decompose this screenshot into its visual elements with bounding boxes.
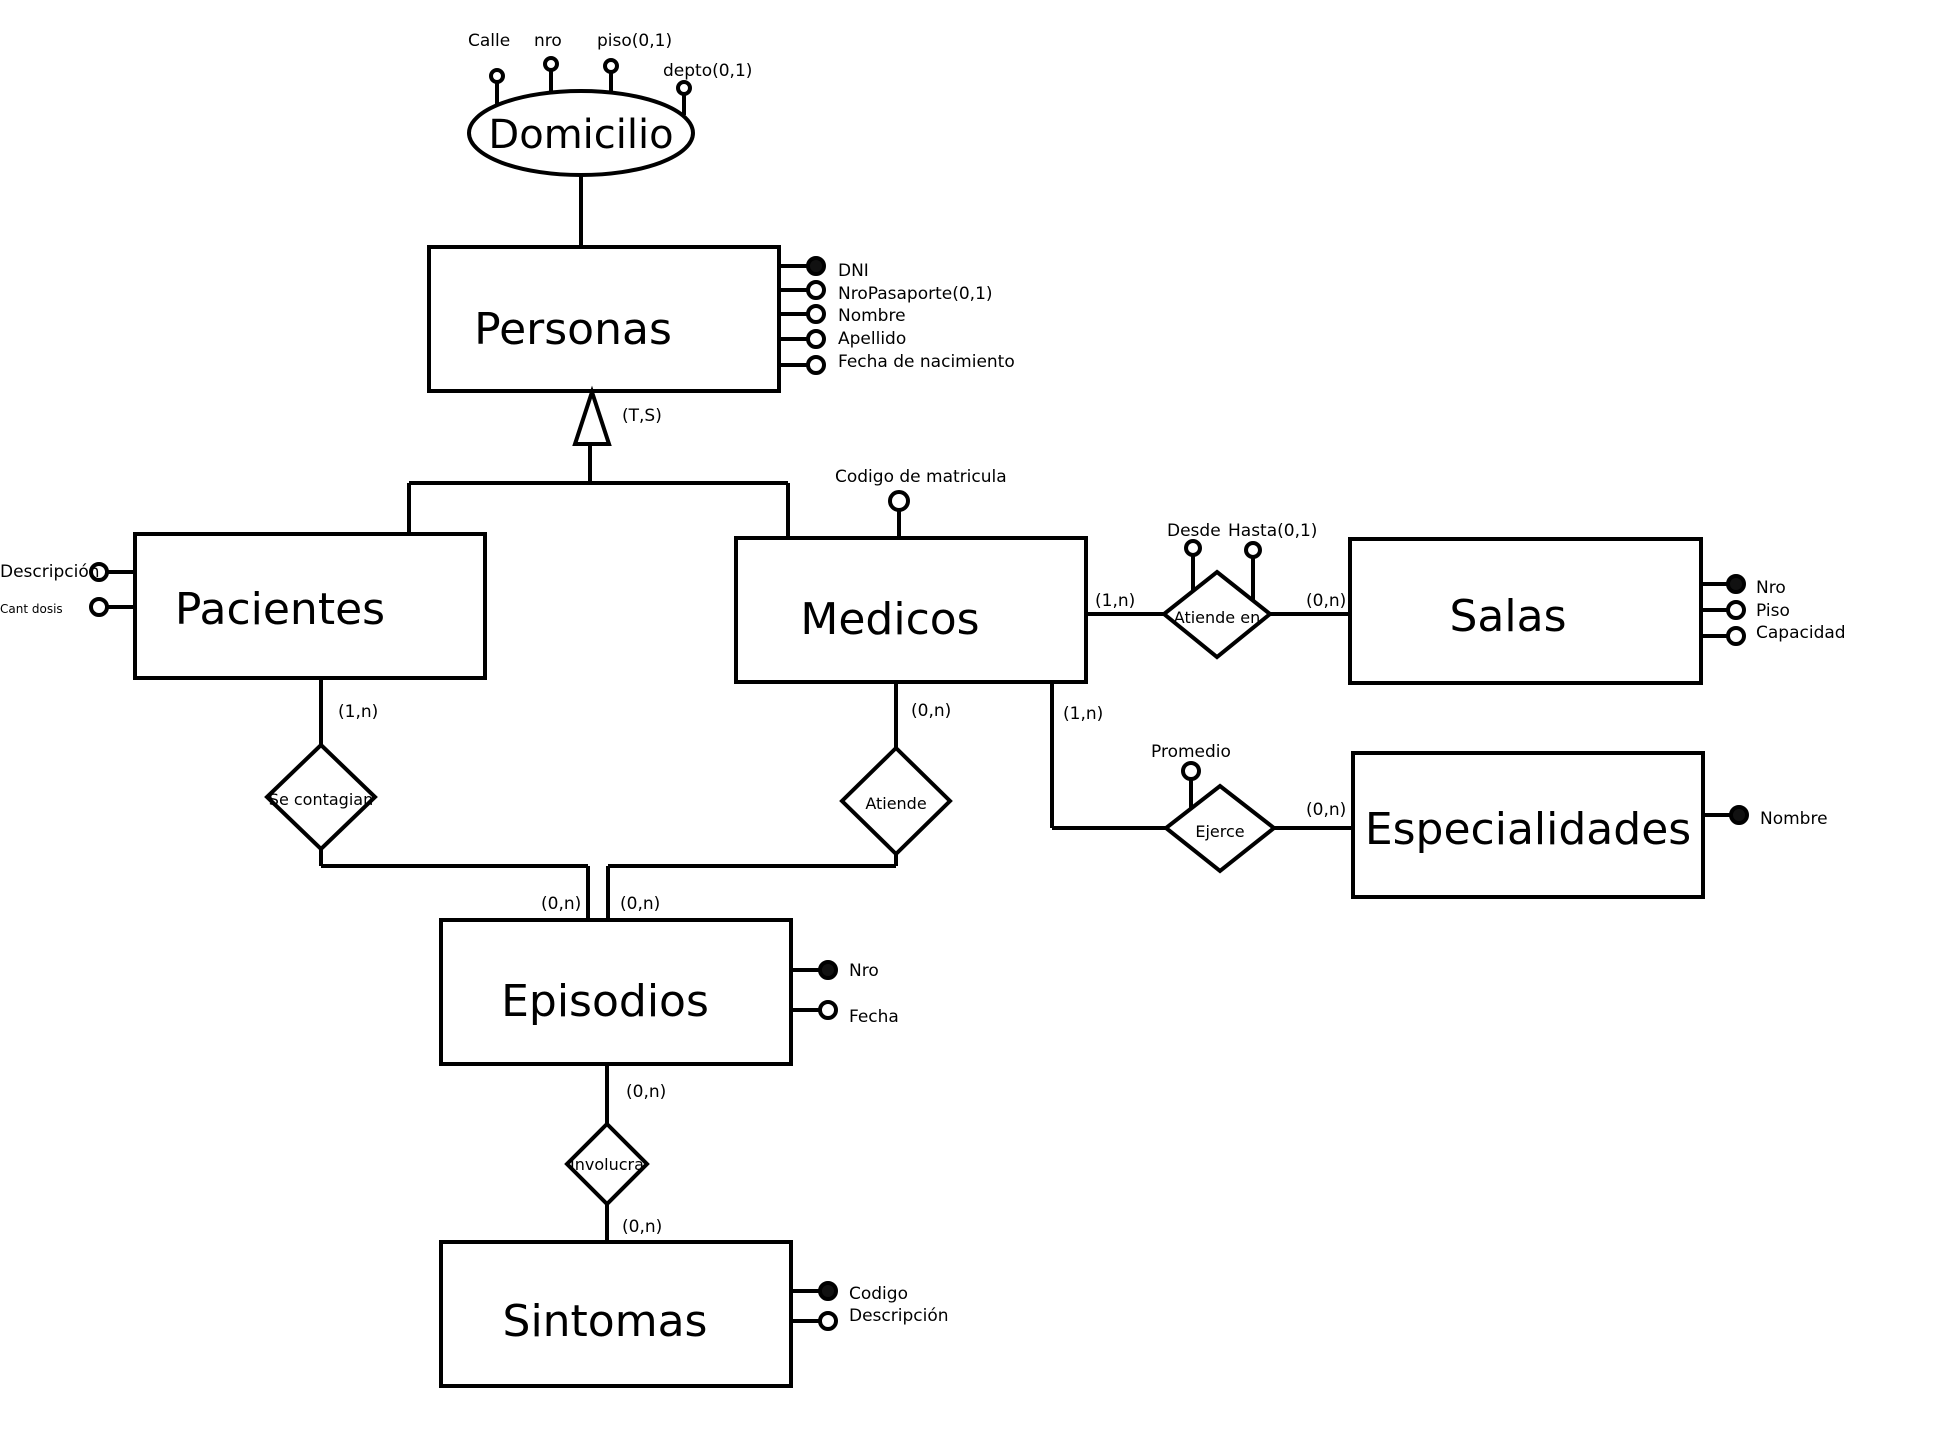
domicilio-attribute: Calle nro piso(0,1) depto(0,1) Domicilio	[467, 31, 752, 247]
card-episodios-involucra: (0,n)	[626, 1082, 666, 1102]
attr-salas-piso-marker	[1726, 600, 1746, 620]
attr-calle-label: Calle	[468, 31, 510, 51]
attr-sintoma-descripcion-marker	[818, 1311, 838, 1331]
specialization-label: (T,S)	[622, 406, 662, 426]
attr-depto-label: depto(0,1)	[663, 61, 752, 81]
ejerce-label: Ejerce	[1195, 822, 1244, 841]
attr-apellido-marker	[806, 329, 826, 349]
entity-especialidades: Especialidades Nombre	[1351, 751, 1828, 899]
personas-box	[427, 245, 781, 393]
card-medicos-atiende: (0,n)	[911, 701, 951, 721]
entity-medicos: Medicos Codigo de matricula	[734, 467, 1088, 684]
attr-descripcion-marker	[89, 562, 109, 582]
attr-salas-piso-label: Piso	[1756, 601, 1790, 621]
attr-nombre-marker	[806, 304, 826, 324]
attr-episodio-nro-label: Nro	[849, 961, 879, 981]
salas-box	[1348, 537, 1703, 685]
attr-salas-capacidad-label: Capacidad	[1756, 623, 1846, 643]
attr-apellido-label: Apellido	[838, 329, 906, 349]
attr-codigo-matricula-marker	[888, 490, 910, 512]
attr-sintoma-codigo-key-marker	[818, 1281, 838, 1301]
medicos-label: Medicos	[800, 594, 979, 645]
attr-cantdosis-label: Cant dosis	[0, 602, 63, 616]
especialidades-label: Especialidades	[1365, 804, 1691, 855]
entity-episodios: Episodios Nro Fecha	[439, 918, 899, 1066]
attr-nro-marker	[543, 56, 559, 72]
entity-sintomas: Sintomas Codigo Descripción	[439, 1240, 949, 1388]
attr-nropasaporte-label: NroPasaporte(0,1)	[838, 284, 993, 304]
attr-piso-marker	[603, 58, 619, 74]
card-medicos-atiende-en: (1,n)	[1095, 591, 1135, 611]
atiende-label: Atiende	[865, 794, 926, 813]
attr-salas-nro-label: Nro	[1756, 578, 1786, 598]
attr-nropasaporte-marker	[806, 280, 826, 300]
attr-hasta-marker	[1244, 541, 1262, 559]
attr-especialidad-nombre-label: Nombre	[1760, 809, 1828, 829]
card-episodios-se-contagian: (0,n)	[541, 894, 581, 914]
card-pacientes-se-contagian: (1,n)	[338, 702, 378, 722]
attr-dni-label: DNI	[838, 261, 869, 281]
attr-salas-nro-key-marker	[1726, 574, 1746, 594]
attr-piso-label: piso(0,1)	[597, 31, 672, 51]
attr-fecha-label: Fecha de nacimiento	[838, 352, 1015, 372]
attr-desde-label: Desde	[1167, 521, 1221, 541]
attr-especialidad-nombre-key-marker	[1729, 805, 1749, 825]
specialization-triangle	[572, 385, 612, 446]
personas-label: Personas	[474, 304, 672, 355]
involucra-label: Involucra	[570, 1155, 644, 1174]
attr-nombre-label: Nombre	[838, 306, 906, 326]
card-medicos-ejerce: (1,n)	[1063, 704, 1103, 724]
domicilio-label: Domicilio	[488, 112, 673, 158]
attr-salas-capacidad-marker	[1726, 626, 1746, 646]
attr-episodio-fecha-marker	[818, 1000, 838, 1020]
attr-nro-label: nro	[534, 31, 562, 51]
attr-cantdosis-marker	[89, 597, 109, 617]
attr-descripcion-label: Descripción	[0, 562, 100, 582]
attr-episodio-nro-key-marker	[818, 960, 838, 980]
attr-depto-marker	[676, 80, 692, 96]
card-especialidades-ejerce: (0,n)	[1306, 800, 1346, 820]
medicos-box	[734, 536, 1088, 684]
attr-desde-marker	[1184, 539, 1202, 557]
relationship-ejerce: Ejerce Promedio (1,n) (0,n)	[1050, 682, 1353, 874]
relationship-se-contagian: Se contagian (1,n) (0,n)	[264, 678, 590, 920]
card-episodios-atiende: (0,n)	[620, 894, 660, 914]
episodios-box	[439, 918, 793, 1066]
attr-episodio-fecha-label: Fecha	[849, 1007, 899, 1027]
salas-label: Salas	[1449, 591, 1566, 642]
especialidades-box	[1351, 751, 1705, 899]
attr-dni-key-marker	[806, 256, 826, 276]
relationship-atiende: Atiende (0,n) (0,n)	[606, 682, 953, 920]
episodios-label: Episodios	[501, 976, 709, 1027]
attr-sintoma-codigo-label: Codigo	[849, 1284, 908, 1304]
entity-salas: Salas Nro Piso Capacidad	[1348, 537, 1846, 685]
specialization: (T,S)	[407, 385, 790, 538]
attr-fecha-marker	[806, 355, 826, 375]
attr-promedio-marker	[1181, 761, 1201, 781]
entity-pacientes: Pacientes Descripción Cant dosis	[0, 532, 487, 680]
atiende-en-label: Atiende en	[1174, 608, 1260, 627]
attr-sintoma-descripcion-label: Descripción	[849, 1306, 949, 1326]
relationship-atiende-en: Atiende en Desde Hasta(0,1) (1,n) (0,n)	[1086, 521, 1350, 660]
card-salas-atiende-en: (0,n)	[1306, 591, 1346, 611]
attr-codigo-matricula-label: Codigo de matricula	[835, 467, 1007, 487]
entity-personas: Personas DNI NroPasaporte(0,1) Nombre Ap…	[427, 245, 1015, 393]
sintomas-label: Sintomas	[503, 1296, 708, 1347]
pacientes-label: Pacientes	[175, 584, 385, 635]
relationship-involucra: Involucra (0,n) (0,n)	[564, 1064, 666, 1242]
attr-hasta-label: Hasta(0,1)	[1228, 521, 1317, 541]
sintomas-box	[439, 1240, 793, 1388]
attr-promedio-label: Promedio	[1151, 742, 1231, 762]
card-sintomas-involucra: (0,n)	[622, 1217, 662, 1237]
se-contagian-label: Se contagian	[269, 790, 373, 809]
attr-calle-marker	[489, 68, 505, 84]
